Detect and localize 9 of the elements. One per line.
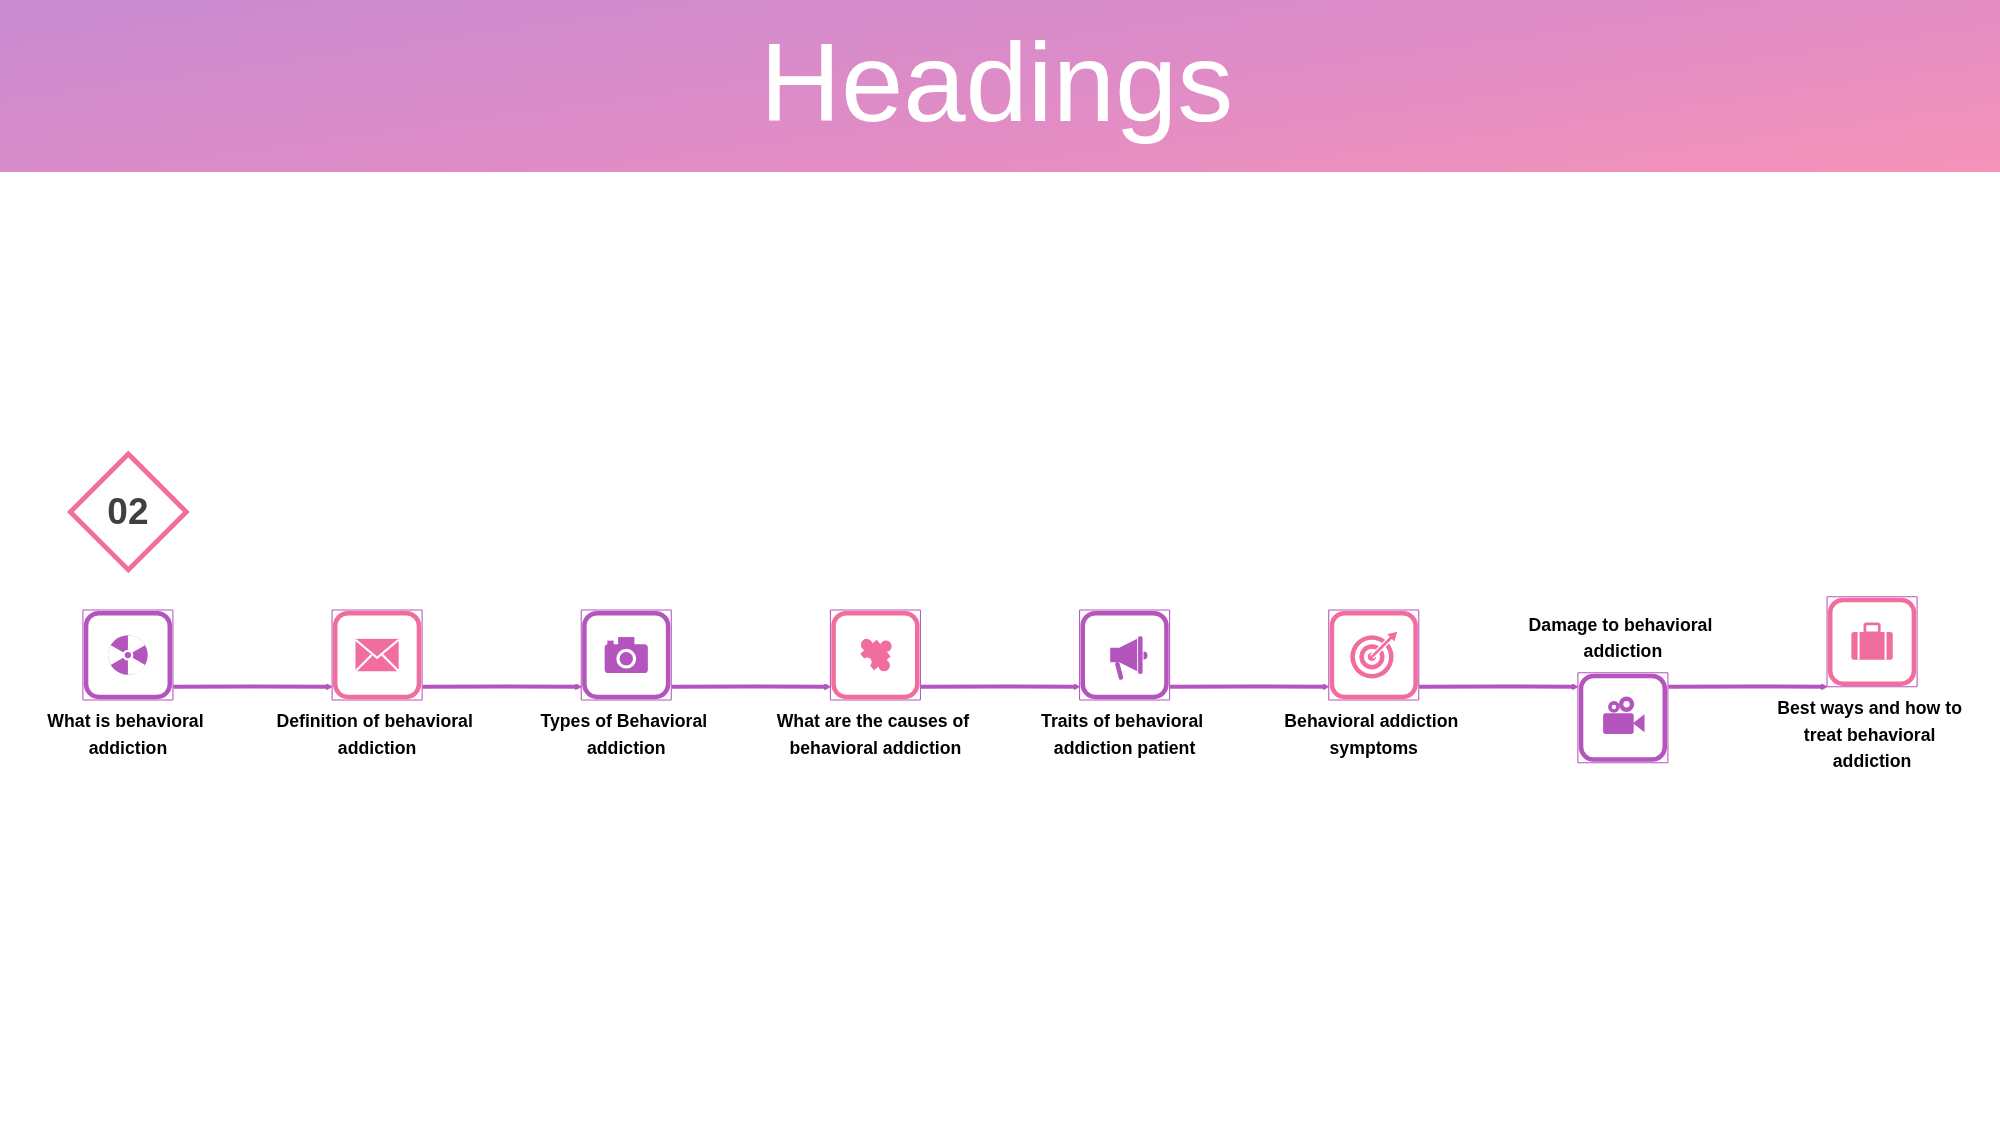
arrow: [422, 683, 582, 691]
arrow: [1419, 683, 1579, 691]
arrow: [920, 683, 1081, 691]
title: Headings: [760, 19, 1234, 147]
arrow: [1170, 683, 1330, 691]
node-diamond: 02: [67, 450, 190, 574]
arrow: [671, 683, 832, 691]
arrow: [1668, 683, 1828, 691]
arrow: [173, 683, 333, 691]
